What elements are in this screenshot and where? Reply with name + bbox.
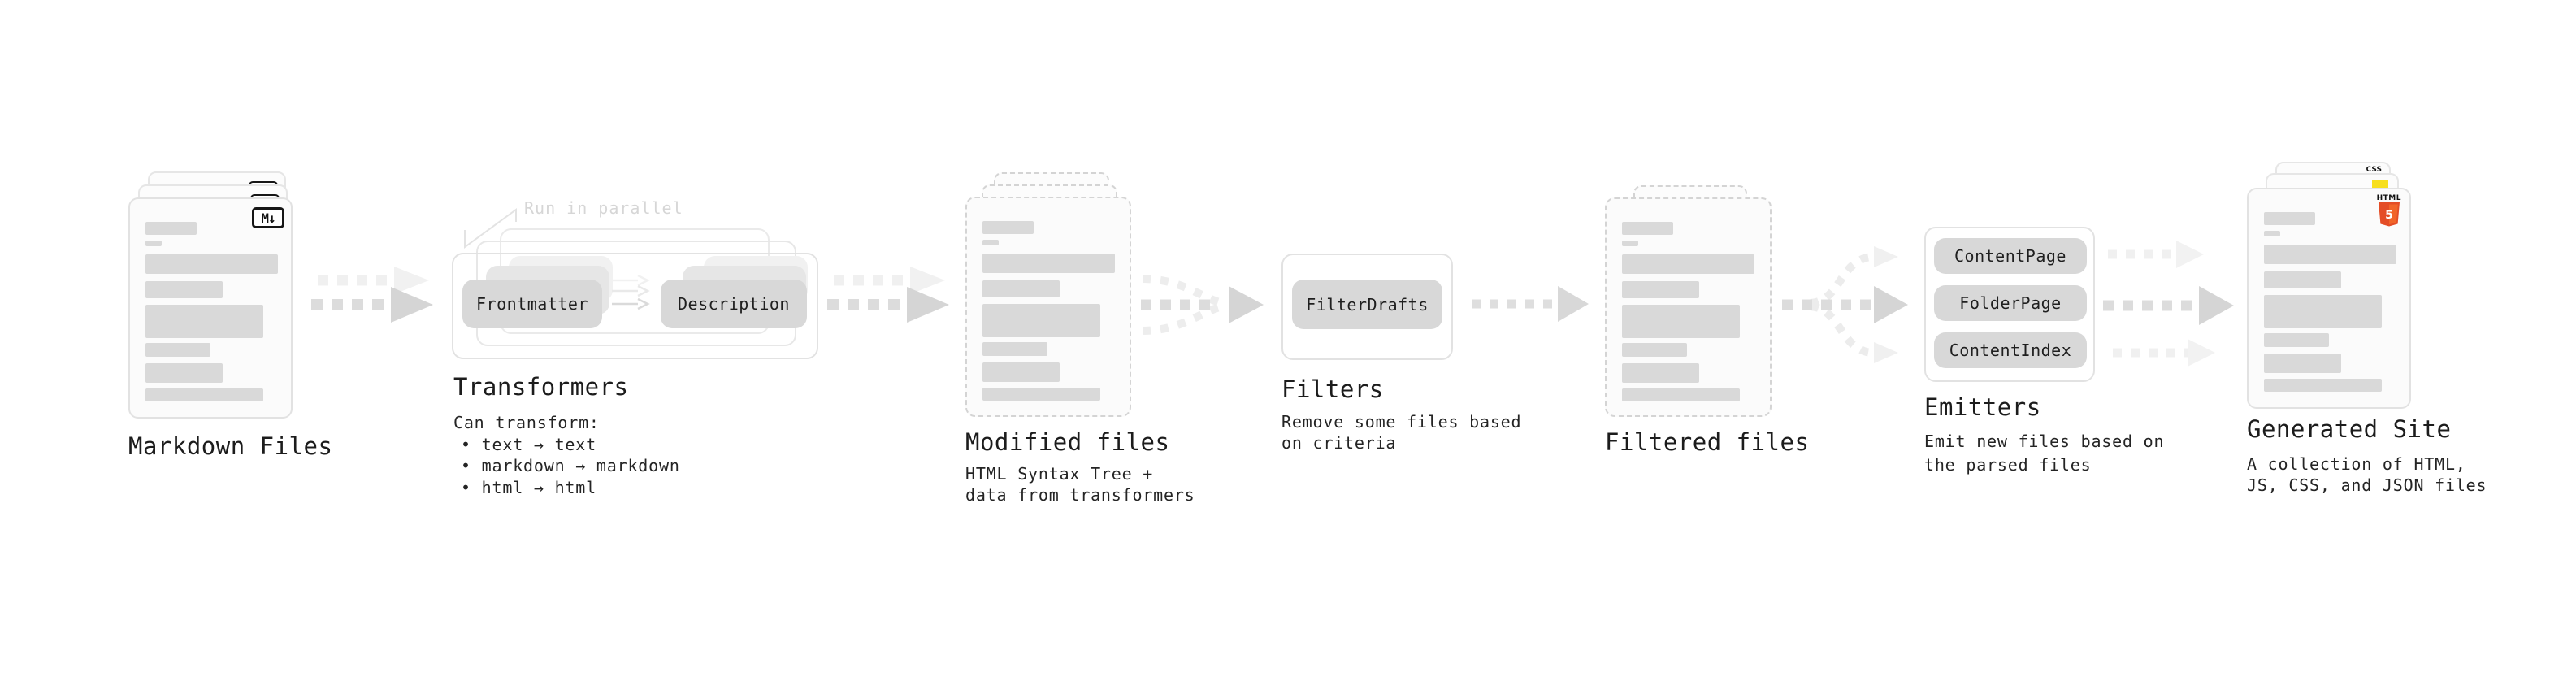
html5-badge-label: HTML <box>2376 194 2401 202</box>
skeleton-bar <box>145 254 278 274</box>
modified-file-card <box>965 197 1131 417</box>
skeleton-bar <box>1622 241 1638 246</box>
skeleton-bar <box>2264 245 2396 264</box>
emitter-pill-folderpage: FolderPage <box>1934 285 2087 321</box>
css-badge-label: CSS <box>2366 166 2382 174</box>
skeleton-bar <box>145 343 210 357</box>
skeleton-bar <box>1622 254 1754 274</box>
subtitle-line: JS, CSS, and JSON files <box>2247 475 2487 495</box>
skeleton-bar <box>145 281 223 298</box>
generated-file-card: HTML 5 <box>2247 188 2411 409</box>
arrow-filters-to-filtered <box>1472 286 1589 322</box>
transformers-heading: Transformers <box>453 373 629 401</box>
markdown-files-label: Markdown Files <box>128 432 333 460</box>
skeleton-bar <box>1622 305 1740 338</box>
skeleton-bar <box>145 222 197 235</box>
modified-files-label: Modified files <box>965 428 1170 456</box>
skeleton-bar <box>1622 222 1673 235</box>
skeleton-bar <box>1622 388 1740 401</box>
markdown-file-card: M↓ <box>128 197 293 419</box>
generated-site-label: Generated Site <box>2247 415 2452 443</box>
skeleton-bar <box>2264 271 2341 288</box>
skeleton-bar <box>982 342 1047 356</box>
transform-bullet: • text → text <box>461 434 596 454</box>
transformers-description: Can transform: • text → text • markdown … <box>453 412 680 498</box>
skeleton-bar <box>982 254 1115 273</box>
subtitle-line: A collection of HTML, <box>2247 454 2466 474</box>
subtitle-line: the parsed files <box>1924 455 2092 475</box>
filter-pill-filterdrafts: FilterDrafts <box>1292 280 1442 329</box>
parallel-flow-arrows <box>612 274 650 310</box>
skeleton-bar <box>982 240 999 245</box>
skeleton-bar <box>145 305 263 338</box>
transform-bullet: • html → html <box>461 477 596 497</box>
subtitle-line: data from transformers <box>965 485 1195 505</box>
file-content-skeleton <box>982 221 1120 407</box>
file-content-skeleton <box>145 222 281 409</box>
skeleton-bar <box>982 221 1034 234</box>
generated-site-subtitle: A collection of HTML, JS, CSS, and JSON … <box>2247 453 2487 496</box>
arrow-emitters-to-generated <box>2103 241 2234 367</box>
transformers-desc-title: Can transform: <box>453 413 600 432</box>
emitter-pill-contentindex: ContentIndex <box>1934 332 2087 368</box>
filtered-file-card <box>1605 197 1772 417</box>
filtered-files-label: Filtered files <box>1605 428 1810 456</box>
skeleton-bar <box>2264 231 2280 236</box>
subtitle-line: Remove some files based <box>1281 412 1522 432</box>
transformer-stack-frame-front <box>452 253 818 359</box>
skeleton-bar <box>145 388 263 401</box>
skeleton-bar <box>982 304 1100 337</box>
skeleton-bar <box>982 362 1060 382</box>
skeleton-bar <box>982 280 1060 297</box>
emitters-heading: Emitters <box>1924 393 2041 421</box>
filters-heading: Filters <box>1281 375 1384 403</box>
emitters-subtitle: Emit new files based on the parsed files <box>1924 430 2164 477</box>
file-content-skeleton <box>1622 222 1760 407</box>
skeleton-bar <box>2264 333 2329 347</box>
html5-shield-icon: 5 <box>2378 202 2400 227</box>
run-in-parallel-callout-line <box>464 208 517 249</box>
arrow-markdown-to-transformers <box>311 267 433 323</box>
markdown-icon: M↓ <box>252 207 284 228</box>
skeleton-bar <box>2264 379 2382 392</box>
subtitle-line: Emit new files based on <box>1924 432 2165 451</box>
arrow-filtered-to-emitters <box>1782 246 1908 363</box>
html5-badge: HTML 5 <box>2377 194 2401 227</box>
skeleton-bar <box>1622 281 1699 298</box>
subtitle-line: on criteria <box>1281 433 1397 453</box>
file-content-skeleton <box>2264 212 2400 399</box>
arrow-transformers-to-modified <box>827 267 949 323</box>
emitter-pill-contentpage: ContentPage <box>1934 238 2087 274</box>
transform-bullet: • markdown → markdown <box>461 456 680 475</box>
skeleton-bar <box>2264 354 2341 373</box>
skeleton-bar <box>982 388 1100 401</box>
transformer-pill-frontmatter: Frontmatter <box>462 280 602 328</box>
skeleton-bar <box>145 241 162 246</box>
svg-text:5: 5 <box>2385 209 2393 222</box>
arrow-modified-to-filters <box>1141 275 1264 335</box>
subtitle-line: HTML Syntax Tree + <box>965 464 1154 484</box>
filters-subtitle: Remove some files based on criteria <box>1281 411 1521 453</box>
run-in-parallel-note: Run in parallel <box>524 198 683 218</box>
skeleton-bar <box>2264 212 2315 225</box>
transformer-pill-description: Description <box>661 280 807 328</box>
skeleton-bar <box>1622 363 1699 383</box>
modified-files-subtitle: HTML Syntax Tree + data from transformer… <box>965 463 1195 505</box>
skeleton-bar <box>145 363 223 383</box>
skeleton-bar <box>1622 343 1687 357</box>
skeleton-bar <box>2264 295 2382 328</box>
